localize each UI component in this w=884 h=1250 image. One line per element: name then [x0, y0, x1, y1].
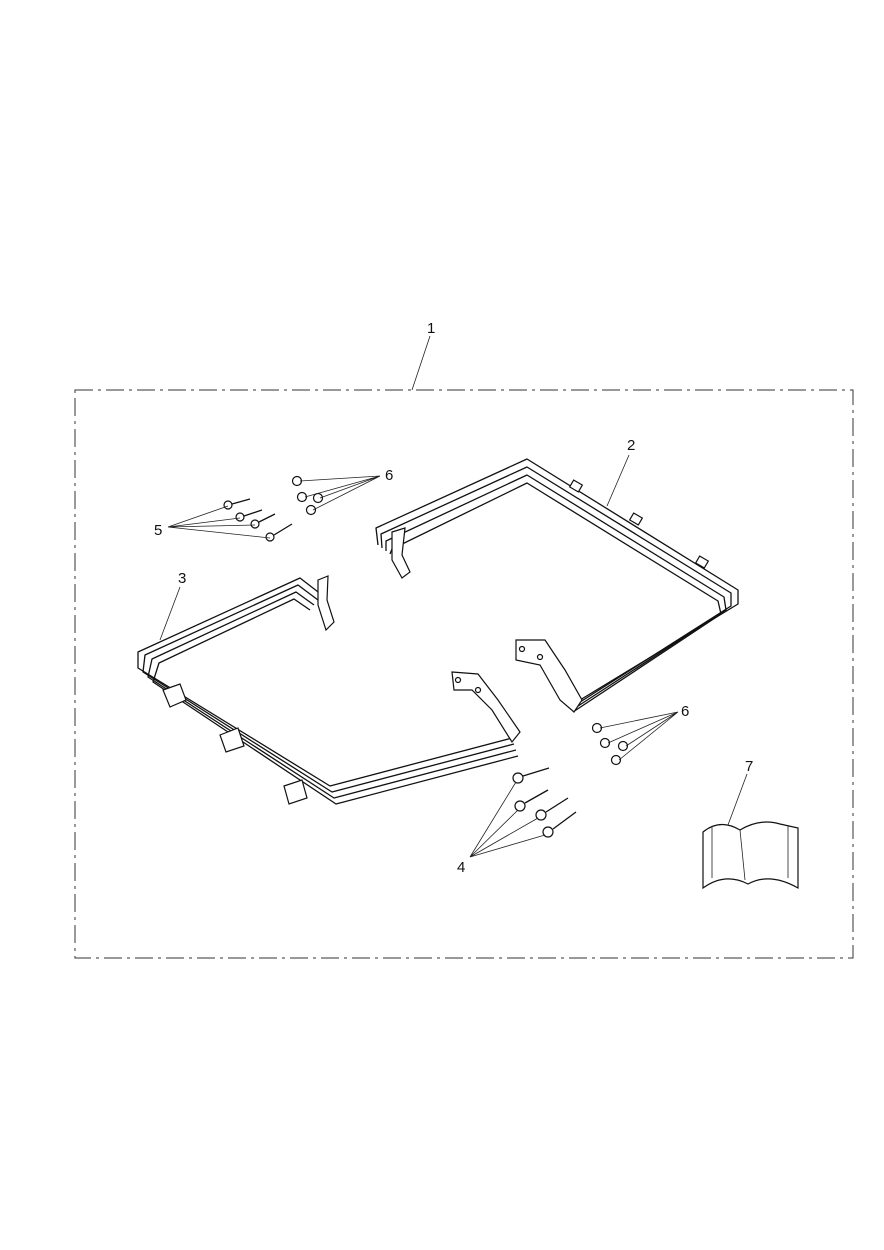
leader-lines	[159, 335, 748, 858]
callout-6-lower: 6	[681, 703, 689, 720]
callout-1: 1	[427, 320, 435, 337]
nuts-upper	[291, 475, 324, 516]
instruction-book-icon	[702, 821, 799, 890]
callout-3: 3	[178, 570, 186, 587]
callout-7: 7	[745, 758, 753, 775]
frame-bracket	[515, 639, 583, 713]
frame-bracket	[391, 527, 411, 579]
kit-boundary	[74, 389, 854, 959]
callout-6-upper: 6	[385, 467, 393, 484]
frame-bracket	[451, 671, 521, 744]
callout-5: 5	[154, 522, 162, 539]
callout-2: 2	[627, 437, 635, 454]
callout-4: 4	[457, 859, 465, 876]
right-carrier-frame	[375, 458, 739, 713]
bolts-lower	[512, 767, 577, 838]
left-carrier-frame	[137, 575, 521, 805]
bolts-upper	[223, 498, 293, 542]
frame-bracket	[317, 575, 335, 632]
nuts-lower	[591, 722, 629, 766]
